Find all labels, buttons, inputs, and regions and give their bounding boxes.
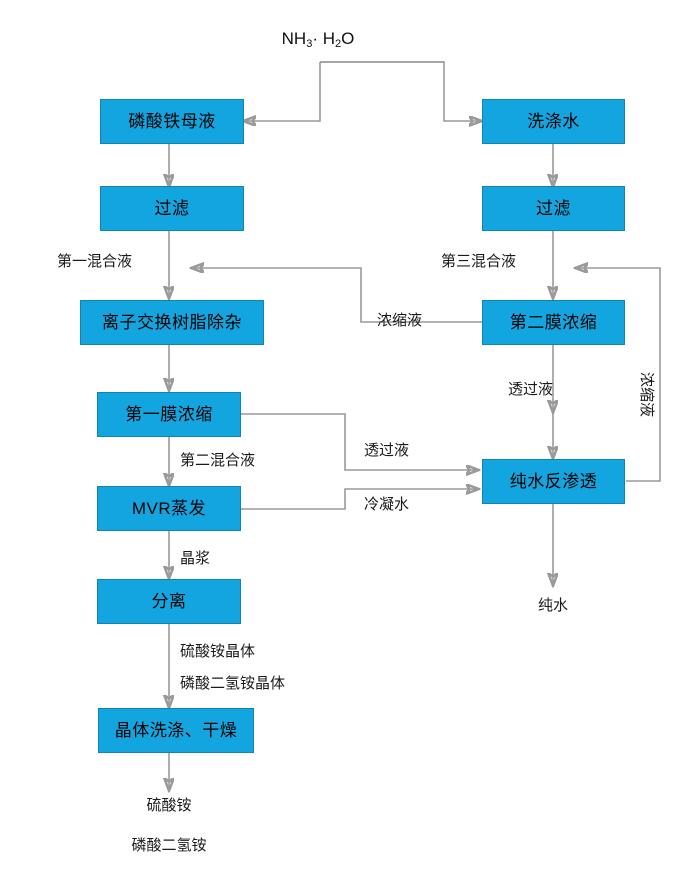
node-pure-water-reverse-osmosis[interactable]: 纯水反渗透 <box>482 459 625 504</box>
output-ammonium-sulfate: 硫酸铵 <box>146 797 192 814</box>
output-pure-water: 纯水 <box>537 597 569 614</box>
node-mvr-evaporation[interactable]: MVR蒸发 <box>97 486 241 531</box>
formula-nh: NH <box>281 29 307 48</box>
node-washing-water[interactable]: 洗涤水 <box>482 99 625 144</box>
node-label: 洗涤水 <box>527 112 580 131</box>
node-label: 分离 <box>151 592 187 611</box>
formula-sub-3: 3 <box>306 38 313 50</box>
node-label: 过滤 <box>154 199 190 218</box>
edge-label-concentrate-to-first-mix: 浓缩液 <box>377 312 423 329</box>
node-separation[interactable]: 分离 <box>97 579 241 624</box>
formula-dot-h: · H <box>312 29 335 48</box>
output-monoammonium-phosphate: 磷酸二氢铵 <box>131 837 207 854</box>
edge-label-ammonium-sulfate-crystal: 硫酸铵晶体 <box>180 643 256 660</box>
edge-label-second-mixed-liquid: 第二混合液 <box>180 452 256 469</box>
node-second-membrane-concentration[interactable]: 第二膜浓缩 <box>482 300 625 345</box>
node-label: 纯水反渗透 <box>509 472 598 491</box>
node-label: 离子交换树脂除杂 <box>102 313 242 332</box>
edge-label-condensate-from-mvr: 冷凝水 <box>364 496 410 513</box>
node-first-membrane-concentration[interactable]: 第一膜浓缩 <box>97 392 241 437</box>
node-filtration-left[interactable]: 过滤 <box>100 186 244 231</box>
node-label: 第一膜浓缩 <box>125 405 213 424</box>
node-label: 过滤 <box>536 199 571 218</box>
edge-label-permeate-from-first-membrane: 透过液 <box>364 442 410 459</box>
node-filtration-right[interactable]: 过滤 <box>482 186 625 231</box>
node-label: 磷酸铁母液 <box>128 112 216 131</box>
node-label: 第二膜浓缩 <box>509 313 598 332</box>
edge-label-permeate-to-ro-right: 透过液 <box>508 381 554 398</box>
formula-o: O <box>341 29 355 48</box>
edge-label-first-mixed-liquid: 第一混合液 <box>57 253 133 270</box>
reagent-formula: NH3· H2O <box>281 29 355 50</box>
formula-sub-2: 2 <box>335 38 342 50</box>
edge-label-concentrate-vertical: 浓缩液 <box>638 372 655 418</box>
edge-label-third-mixed-liquid: 第三混合液 <box>441 253 517 270</box>
edge-label-monoammonium-phosphate-crystal: 磷酸二氢铵晶体 <box>180 675 286 692</box>
node-iron-phosphate-mother-liquor[interactable]: 磷酸铁母液 <box>100 99 244 144</box>
node-ion-exchange-resin-impurity-removal[interactable]: 离子交换树脂除杂 <box>80 300 264 345</box>
edge-label-crystal-slurry: 晶浆 <box>180 550 211 567</box>
node-crystal-washing-drying[interactable]: 晶体洗涤、干燥 <box>98 708 254 753</box>
node-label: 晶体洗涤、干燥 <box>114 721 238 740</box>
node-label: MVR蒸发 <box>131 499 207 518</box>
